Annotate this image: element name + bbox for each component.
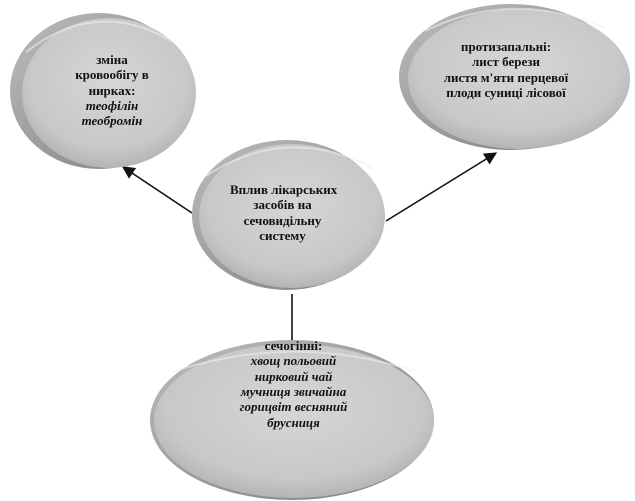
node-top-right-label: протизапальні: лист берези листя м'яти п… xyxy=(421,39,591,100)
top-right-item-3: плоди суниці лісової xyxy=(446,84,566,100)
top-left-item-1: теофілін xyxy=(85,97,139,113)
top-left-item-2: теобромін xyxy=(81,113,143,129)
bottom-item-3: мучниця звичайна xyxy=(240,383,347,399)
node-top-right-disc xyxy=(399,4,630,150)
bottom-item-4: горицвіт весняний xyxy=(239,399,348,415)
node-center-disc xyxy=(192,140,385,290)
top-right-item-2: листя м'яти перцевої xyxy=(443,69,569,85)
bottom-item-2: нирковий чай xyxy=(254,368,333,384)
node-top-left-disc xyxy=(10,13,196,169)
bottom-title: сечогінні: xyxy=(264,338,323,353)
center-line-2: засобів на xyxy=(253,197,312,213)
top-left-title-line-3: нирках: xyxy=(88,82,136,98)
center-line-1: Вплив лікарських xyxy=(230,182,338,197)
bottom-item-1: хвощ польовий xyxy=(250,353,337,369)
top-left-title-line-2: кровообігу в xyxy=(75,67,149,83)
bottom-item-5: брусниця xyxy=(267,414,320,430)
arrow-to-top-left xyxy=(121,166,193,214)
top-left-title-line-1: зміна xyxy=(96,52,128,67)
center-line-4: систему xyxy=(259,227,306,243)
node-bottom-disc xyxy=(150,340,434,500)
node-center-label: Вплив лікарських засобів на сечовидільну… xyxy=(230,182,338,243)
arrow-to-top-right xyxy=(385,152,498,222)
top-right-item-1: лист берези xyxy=(471,54,540,70)
center-line-3: сечовидільну xyxy=(243,212,322,228)
top-right-title: протизапальні: xyxy=(460,39,552,54)
node-top-left-label: зміна кровообігу в нирках: теофілін теоб… xyxy=(57,52,167,129)
node-bottom-label: сечогінні: хвощ польовий нирковий чай му… xyxy=(206,338,381,430)
